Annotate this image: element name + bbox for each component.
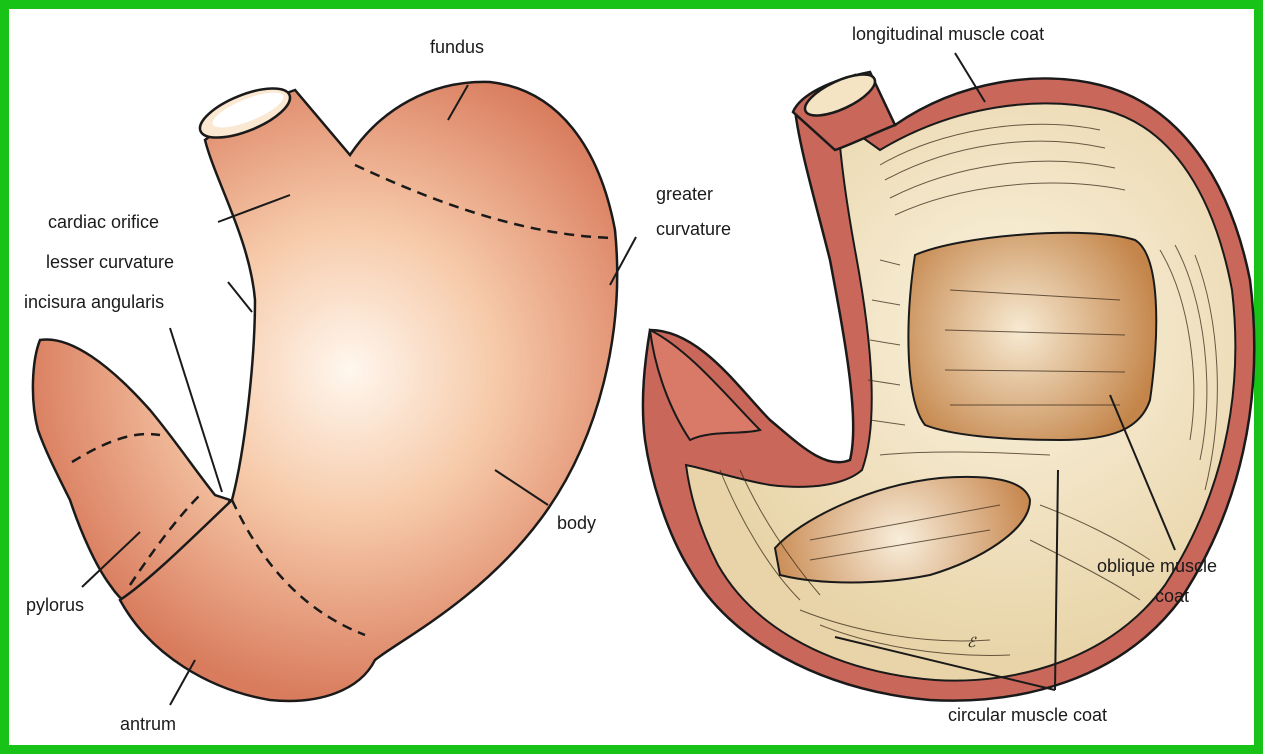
label-incisura-angularis: incisura angularis [24, 292, 164, 312]
label-body: body [557, 513, 596, 533]
label-greater-curvature-line2: curvature [656, 219, 731, 239]
left-stomach [33, 78, 617, 701]
label-oblique-muscle-coat-line1: oblique muscle [1097, 556, 1217, 576]
stomach-body [120, 82, 617, 701]
label-lesser-curvature: lesser curvature [46, 252, 174, 272]
label-antrum: antrum [120, 714, 176, 734]
label-greater-curvature-line1: greater [656, 184, 713, 204]
label-fundus: fundus [430, 37, 484, 57]
oblique-muscle-patch [908, 233, 1156, 440]
label-pylorus: pylorus [26, 595, 84, 615]
label-oblique-muscle-coat-line2: coat [1155, 586, 1189, 606]
label-cardiac-orifice: cardiac orifice [48, 212, 159, 232]
label-circular-muscle-coat: circular muscle coat [948, 705, 1107, 725]
label-longitudinal-muscle-coat: longitudinal muscle coat [852, 24, 1044, 44]
